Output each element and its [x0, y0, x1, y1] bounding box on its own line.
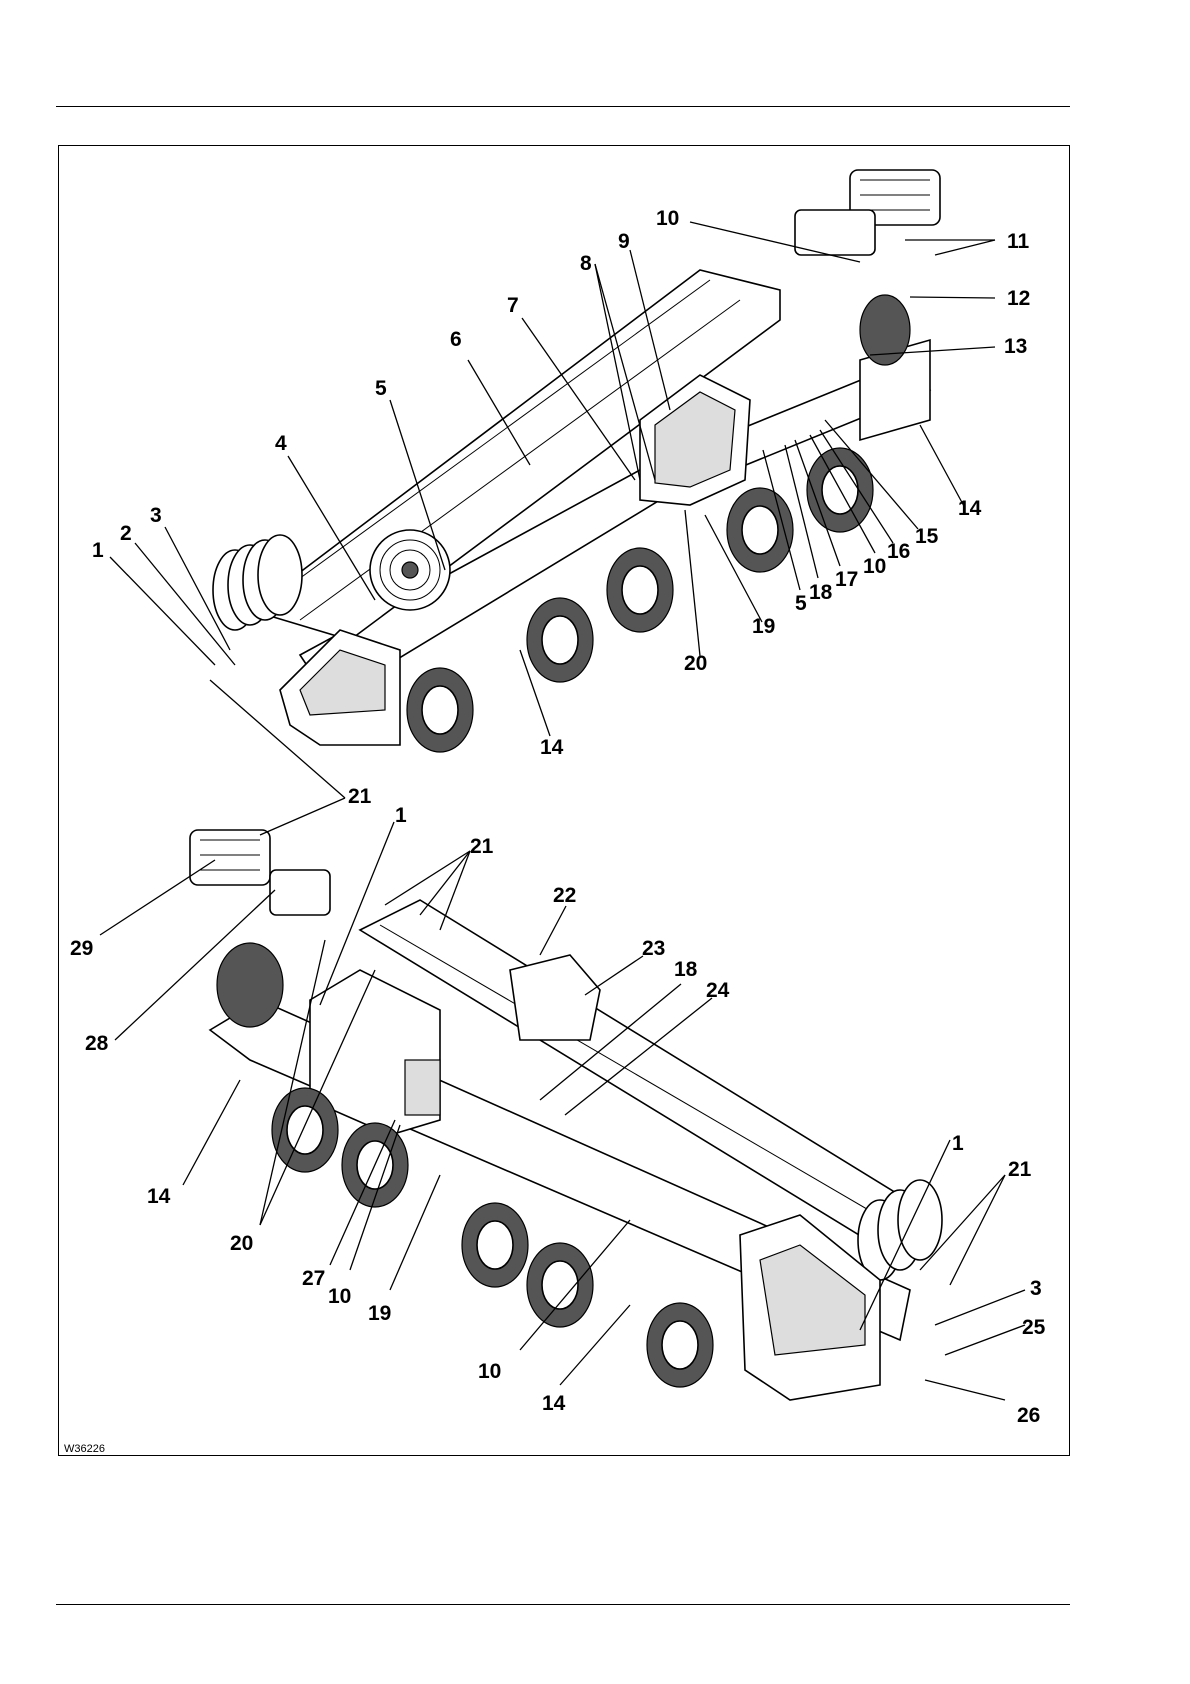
callout: 11 — [1007, 230, 1030, 253]
callout: 1 — [395, 804, 407, 827]
callout: 4 — [275, 432, 287, 455]
callout: 5 — [375, 377, 387, 400]
callout: 6 — [450, 328, 462, 351]
callout: 2 — [120, 522, 132, 545]
callout: 21 — [1008, 1158, 1032, 1181]
callout: 10 — [478, 1360, 501, 1383]
callout: 5 — [795, 592, 807, 615]
callout: 21 — [348, 785, 372, 808]
callout: 21 — [470, 835, 494, 858]
callout: 14 — [147, 1185, 171, 1208]
callout: 10 — [656, 207, 679, 230]
lower-rear-winches — [190, 830, 330, 915]
callout: 12 — [1007, 287, 1030, 310]
callout: 1 — [92, 539, 104, 562]
callout: 16 — [887, 540, 910, 563]
callout: 10 — [863, 555, 886, 578]
callout: 15 — [915, 525, 939, 548]
upper-crane-drawing — [213, 170, 940, 752]
callout: 20 — [230, 1232, 253, 1255]
callout: 26 — [1017, 1404, 1040, 1427]
callout: 28 — [85, 1032, 109, 1055]
callout: 8 — [580, 252, 592, 275]
callout: 3 — [1030, 1277, 1042, 1300]
callout: 24 — [706, 979, 730, 1002]
callout: 22 — [553, 884, 576, 907]
callout: 3 — [150, 504, 162, 527]
callout: 19 — [368, 1302, 391, 1325]
callout: 17 — [835, 568, 858, 591]
rear-winches — [795, 170, 940, 255]
callout: 7 — [507, 294, 519, 317]
callout: 14 — [540, 736, 564, 759]
callout: 9 — [618, 230, 630, 253]
lower-wheels — [217, 943, 713, 1387]
callout: 23 — [642, 937, 665, 960]
callout: 1 — [952, 1132, 964, 1155]
figure-id: W36226 — [64, 1443, 105, 1455]
callout: 25 — [1022, 1316, 1046, 1339]
callout: 18 — [674, 958, 698, 981]
callout: 20 — [684, 652, 707, 675]
callout: 14 — [958, 497, 982, 520]
callout: 18 — [809, 581, 833, 604]
callout: 10 — [328, 1285, 351, 1308]
callout: 29 — [70, 937, 93, 960]
callout: 27 — [302, 1267, 325, 1290]
callout: 14 — [542, 1392, 566, 1415]
callout: 19 — [752, 615, 775, 638]
callout: 13 — [1004, 335, 1027, 358]
